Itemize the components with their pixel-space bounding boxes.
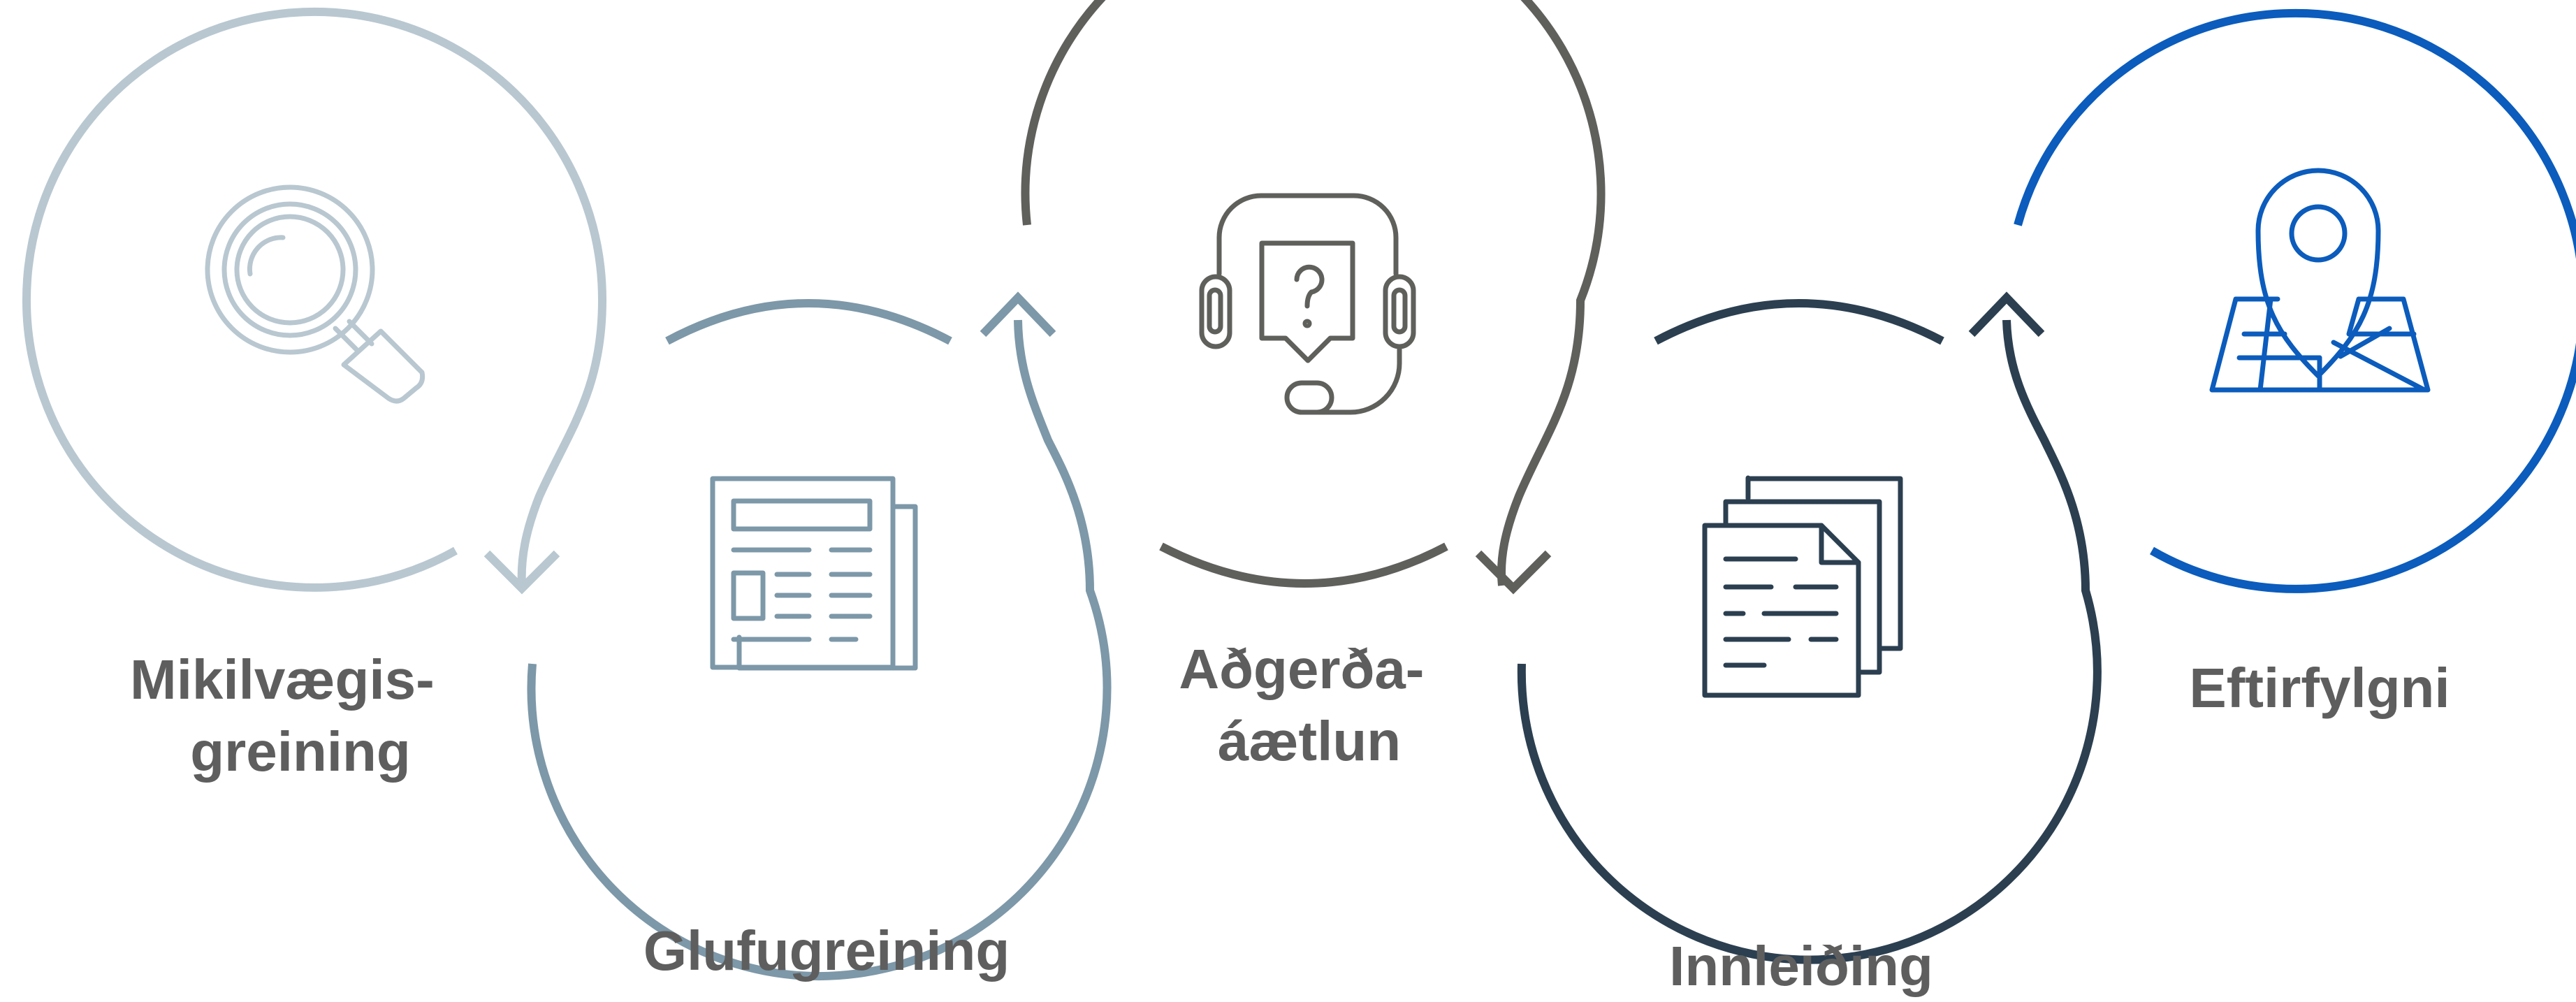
magnifier-icon — [205, 184, 425, 404]
headset-support-icon — [1199, 193, 1416, 415]
step-4-arrowhead — [1968, 291, 2045, 337]
step-3 — [1021, 0, 1606, 595]
step-1-label: Mikilvægis- greining — [130, 648, 450, 783]
step-4-ring — [1517, 319, 2102, 964]
step-2-top-arc — [665, 299, 952, 345]
step-3-bottom-arc — [1159, 542, 1448, 588]
map-pin-icon — [2209, 168, 2431, 393]
step-1-arrowhead — [483, 550, 560, 595]
step-4-label: Innleiðing — [1669, 935, 1933, 997]
step-3-arrowhead — [1475, 550, 1552, 595]
step-3-label-line-1: Aðgerða- — [1179, 638, 1424, 700]
step-5-label: Eftirfylgni — [2189, 657, 2450, 719]
step-3-ring — [1021, 0, 1606, 586]
step-5 — [2014, 8, 2576, 593]
step-5-ring — [2014, 8, 2576, 593]
step-4 — [1517, 291, 2102, 964]
newspaper-icon — [710, 476, 918, 671]
step-4-top-arc — [1654, 299, 1944, 345]
step-1-label-line-2: greining — [190, 720, 411, 783]
step-1-label-line-1: Mikilvægis- — [130, 648, 435, 711]
step-1 — [22, 7, 607, 595]
step-3-label-line-2: áætlun — [1218, 710, 1401, 772]
step-labels: Mikilvægis- greining Glufugreining Aðger… — [130, 638, 2450, 997]
step-2-label: Glufugreining — [643, 920, 1010, 982]
step-2 — [527, 291, 1112, 980]
step-3-label: Aðgerða- áætlun — [1179, 638, 1439, 772]
step-2-arrowhead — [980, 291, 1056, 337]
documents-icon — [1702, 475, 1903, 698]
step-1-ring — [22, 7, 607, 592]
step-2-ring — [527, 319, 1112, 980]
